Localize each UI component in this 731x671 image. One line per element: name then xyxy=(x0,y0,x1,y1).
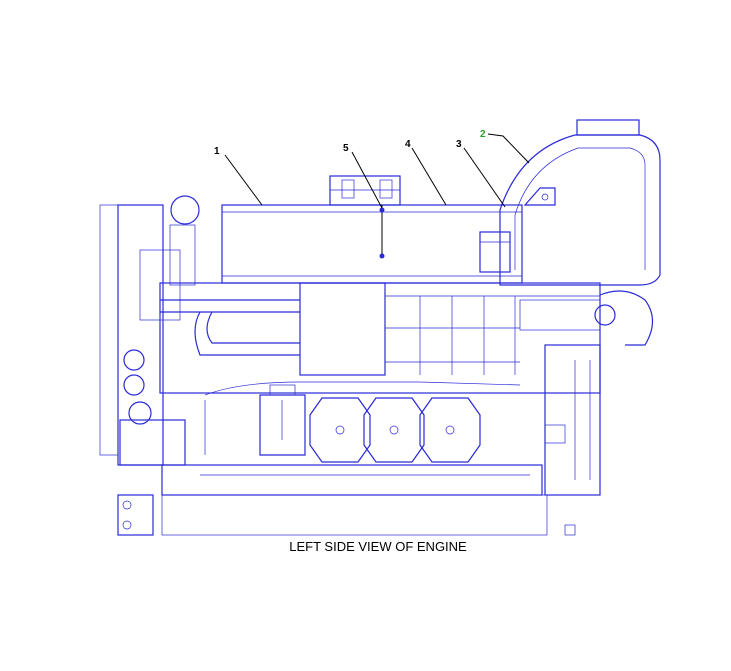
leader-2 xyxy=(487,133,530,164)
leader-1 xyxy=(224,154,263,206)
diagram-caption: LEFT SIDE VIEW OF ENGINE xyxy=(289,539,467,554)
callout-2: 2 xyxy=(480,129,486,140)
leader-3 xyxy=(463,147,506,208)
callout-4: 4 xyxy=(405,139,411,150)
callout-labels: 1 2 3 4 5 xyxy=(214,129,486,157)
engine-outline xyxy=(99,119,661,536)
callout-5: 5 xyxy=(343,143,349,154)
sensor-line xyxy=(379,205,385,259)
leader-5 xyxy=(351,151,383,209)
leader-4 xyxy=(411,147,447,206)
callout-3: 3 xyxy=(456,139,462,150)
leader-lines xyxy=(224,133,530,209)
callout-1: 1 xyxy=(214,146,220,157)
